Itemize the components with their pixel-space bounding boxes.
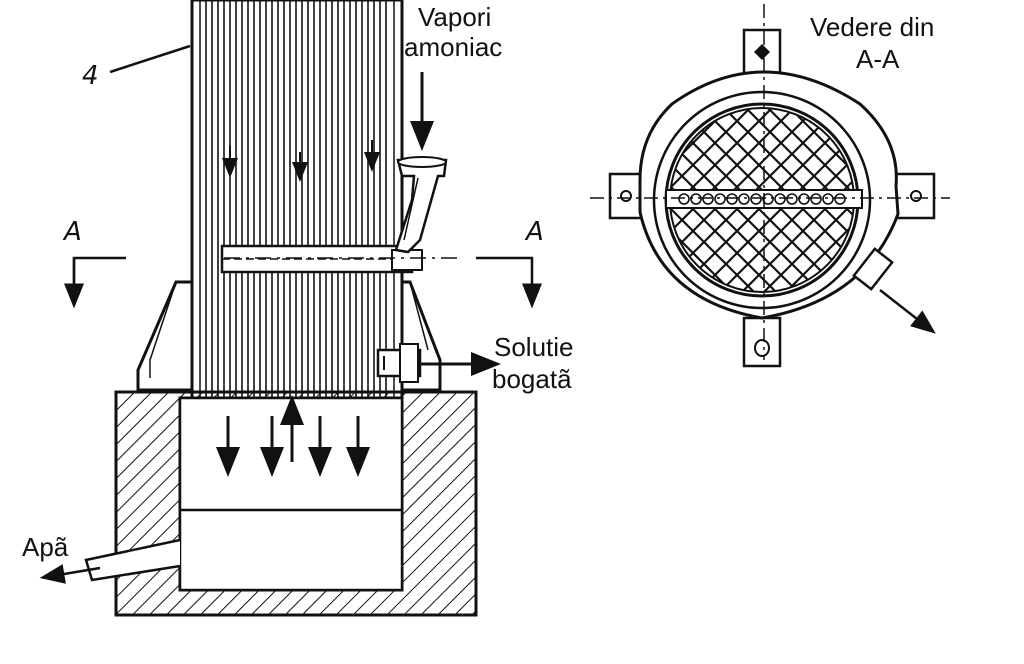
section-line-a-a	[64, 256, 542, 309]
header-pipe-hole	[786, 193, 798, 205]
distributor-pipe	[220, 244, 423, 274]
header-pipe-hole	[774, 193, 786, 205]
solution-outlet-valve	[376, 343, 422, 383]
vapor-inlet-nozzle	[394, 156, 448, 254]
header-pipe-hole	[738, 193, 750, 205]
label-vapori-1: Vapori	[418, 2, 491, 32]
header-pipe-hole	[762, 193, 774, 205]
header-pipe-hole	[726, 193, 738, 205]
header-pipe-hole	[714, 193, 726, 205]
header-pipe-hole	[702, 193, 714, 205]
header-pipe-hole	[798, 193, 810, 205]
label-vedere-2: A-A	[856, 44, 900, 74]
header-pipe-hole	[834, 193, 846, 205]
flow-arrows	[216, 395, 370, 477]
label-solutie-1: Solutie	[494, 332, 574, 362]
label-vapori-2: amoniac	[404, 32, 502, 62]
label-part-4: 4	[82, 61, 99, 91]
header-pipe-hole	[750, 193, 762, 205]
header-pipe-hole	[678, 193, 690, 205]
label-section-a-left: A	[62, 217, 82, 247]
water-outlet-pipe	[39, 538, 181, 584]
water-tank	[114, 390, 478, 617]
part-4-leader	[109, 44, 191, 74]
label-apa: Apã	[22, 532, 69, 562]
section-view	[590, 4, 950, 368]
header-pipe-hole	[690, 193, 702, 205]
internal-flow-arrows	[222, 140, 380, 182]
support-skirt	[136, 280, 442, 392]
tube-bundle	[190, 0, 404, 402]
label-vedere-1: Vedere din	[810, 12, 934, 42]
label-section-a-right: A	[524, 217, 544, 247]
label-solutie-2: bogatã	[492, 364, 572, 394]
header-pipe-hole	[810, 193, 822, 205]
header-pipe-hole	[822, 193, 834, 205]
